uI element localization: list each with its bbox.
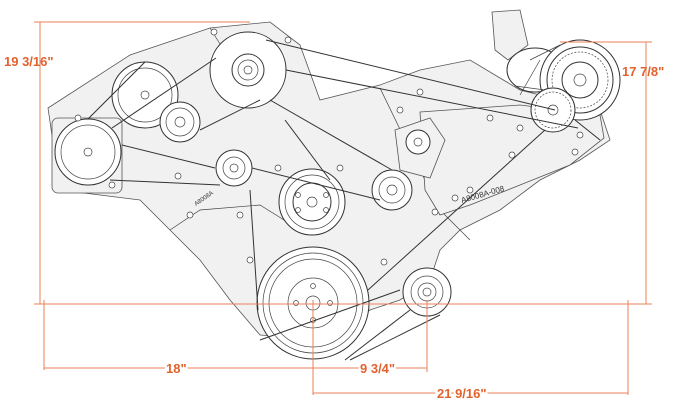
center-pulleys <box>278 117 446 236</box>
dimension-right-height: 17 7/8" <box>622 64 664 79</box>
bracket-bolt <box>431 208 439 216</box>
dimension-bottom-middle: 9 3/4" <box>360 361 395 376</box>
dimension-bottom-total: 21 9/16" <box>437 386 487 401</box>
alternator <box>51 117 123 194</box>
dimension-left-height: 19 3/16" <box>4 54 54 69</box>
supercharger <box>491 9 621 133</box>
dimension-bottom-left: 18" <box>166 361 187 376</box>
serpentine-belts <box>87 39 601 361</box>
bracket-bolt <box>451 194 459 202</box>
bracket-bolt <box>486 114 494 122</box>
bracket-bolt <box>571 148 579 156</box>
mount-bolts <box>74 28 474 266</box>
bracket-bolt <box>508 151 516 159</box>
dimension-lines <box>34 21 652 395</box>
bracket-bolt <box>516 124 524 132</box>
bracket-bolt <box>576 131 584 139</box>
